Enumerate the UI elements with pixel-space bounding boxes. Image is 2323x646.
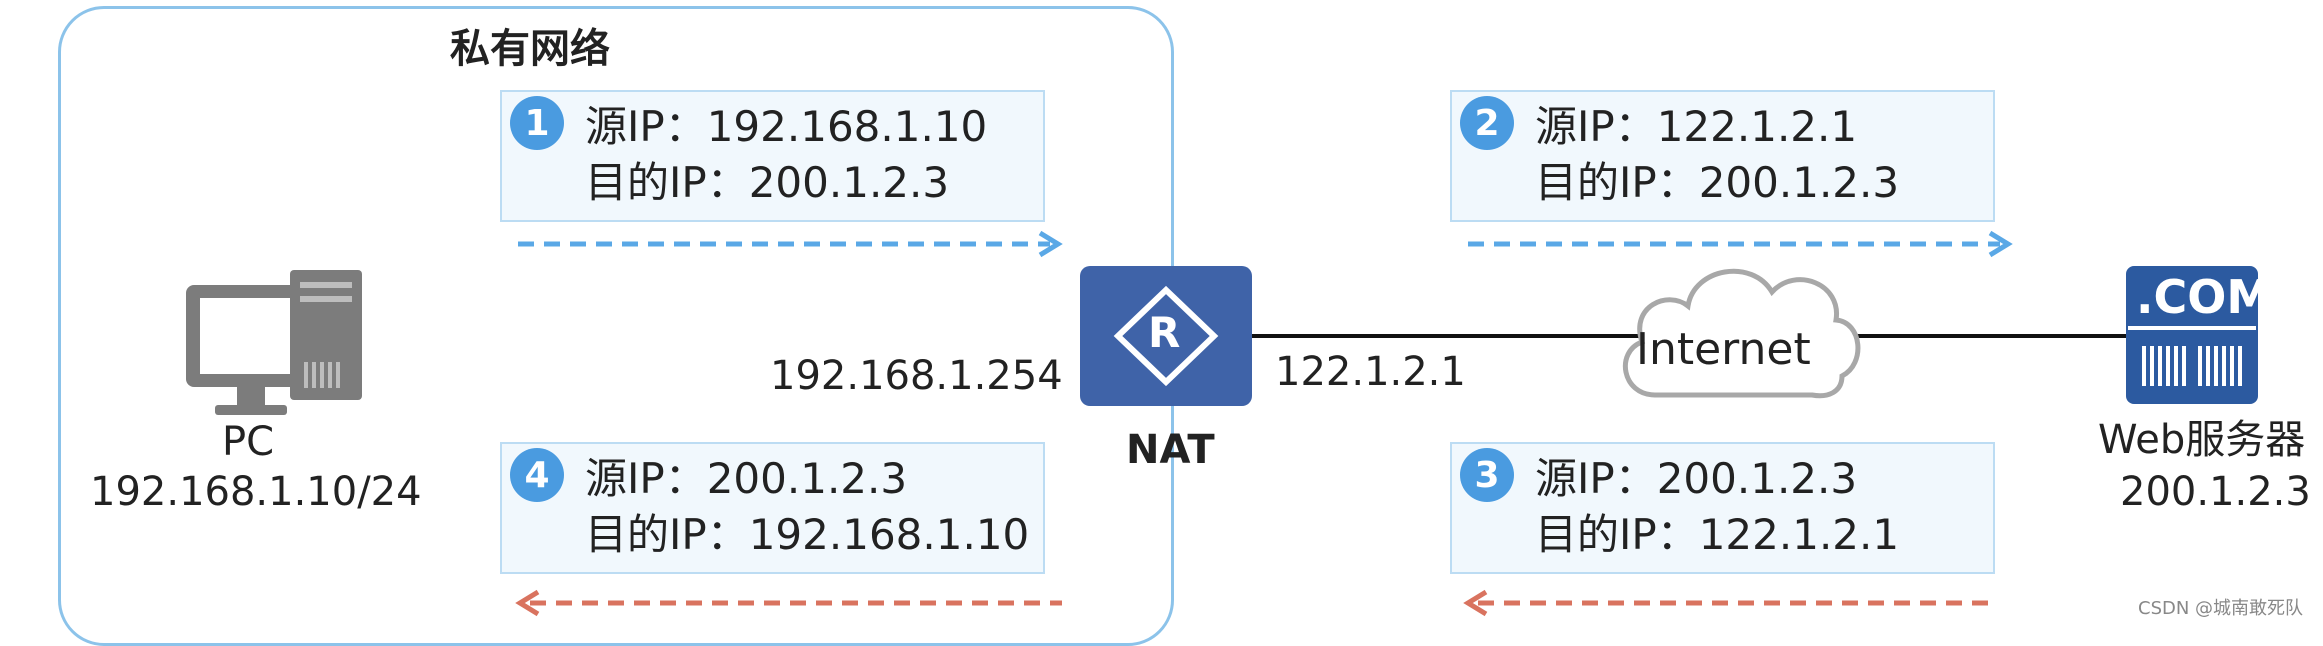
server-ip: 200.1.2.3 <box>2120 469 2311 515</box>
watermark: CSDN @城南敢死队 <box>2138 598 2304 619</box>
private-network-title: 私有网络 <box>450 26 610 72</box>
packet-box-4 <box>500 442 1045 574</box>
pc-icon <box>186 270 362 415</box>
packet-box-1 <box>500 90 1045 222</box>
pc-name: PC <box>222 419 275 465</box>
arrowhead-return-4 <box>515 589 540 617</box>
step-badge-1: 1 <box>510 96 564 150</box>
arrowhead-outbound-1 <box>1038 230 1063 258</box>
server-name: Web服务器 <box>2098 417 2306 463</box>
step-badge-2: 2 <box>1460 96 1514 150</box>
packet-4-src: 源IP：200.1.2.3 <box>585 454 908 503</box>
router-icon <box>1080 266 1252 406</box>
step-badge-3: 3 <box>1460 448 1514 502</box>
internet-label: Internet <box>1636 324 1811 375</box>
packet-box-2 <box>1450 90 1995 222</box>
packet-box-3 <box>1450 442 1995 574</box>
cloud-icon <box>1623 268 1861 399</box>
packet-2-src: 源IP：122.1.2.1 <box>1535 102 1858 151</box>
nat-outside-ip: 122.1.2.1 <box>1275 349 1466 395</box>
step-badge-4: 4 <box>510 448 564 502</box>
packet-1-src: 源IP：192.168.1.10 <box>585 102 988 151</box>
nat-inside-ip: 192.168.1.254 <box>770 353 1063 399</box>
arrowhead-outbound-2 <box>1988 230 2013 258</box>
packet-4-dst: 目的IP：192.168.1.10 <box>585 510 1030 559</box>
packet-3-src: 源IP：200.1.2.3 <box>1535 454 1858 503</box>
router-letter: R <box>1148 308 1181 357</box>
nat-name: NAT <box>1126 427 1215 473</box>
arrowhead-return-3 <box>1463 589 1488 617</box>
packet-2-dst: 目的IP：200.1.2.3 <box>1535 158 1900 207</box>
server-icon <box>2126 266 2258 404</box>
packet-3-dst: 目的IP：122.1.2.1 <box>1535 510 1900 559</box>
pc-ip: 192.168.1.10/24 <box>90 469 422 515</box>
diagram-graphics <box>186 230 2258 617</box>
server-com-label: .COM <box>2136 270 2273 324</box>
packet-1-dst: 目的IP：200.1.2.3 <box>585 158 950 207</box>
